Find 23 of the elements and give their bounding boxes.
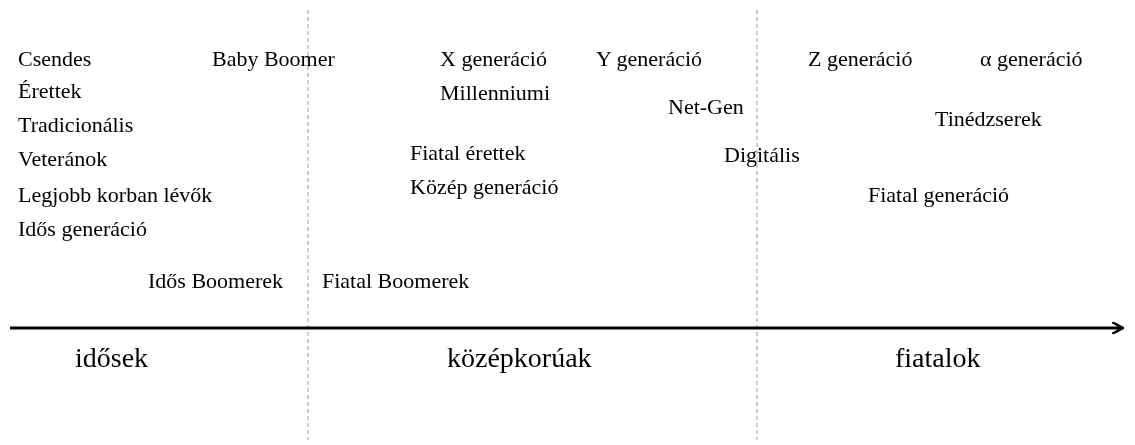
generation-name: Idős Boomerek <box>148 268 284 294</box>
generation-name: Legjobb korban lévők <box>18 182 213 208</box>
generation-name: Veteránok <box>18 146 108 172</box>
generation-name: Tradicionális <box>18 112 134 138</box>
generation-name: Közép generáció <box>410 174 559 200</box>
generation-name: Y generáció <box>596 46 703 72</box>
generation-name: Idős generáció <box>18 216 147 242</box>
age-group-label: fiatalok <box>895 342 981 374</box>
generation-name: Digitális <box>724 142 800 168</box>
age-group-label: idősek <box>75 342 149 374</box>
generation-name: Net-Gen <box>668 94 744 120</box>
generation-name: Fiatal Boomerek <box>322 268 470 294</box>
generation-name: Z generáció <box>808 46 913 72</box>
generation-name: Tinédzserek <box>935 106 1042 132</box>
generation-name: Fiatal generáció <box>868 182 1010 208</box>
age-group-label: középkorúak <box>447 342 592 374</box>
generation-name: Érettek <box>18 78 82 104</box>
generation-name: X generáció <box>440 46 547 72</box>
generation-name: Csendes <box>18 46 92 72</box>
generation-name: α generáció <box>980 46 1083 72</box>
generation-name: Baby Boomer <box>212 46 335 72</box>
generation-name: Fiatal érettek <box>410 140 526 166</box>
generation-name: Millenniumi <box>440 80 550 106</box>
